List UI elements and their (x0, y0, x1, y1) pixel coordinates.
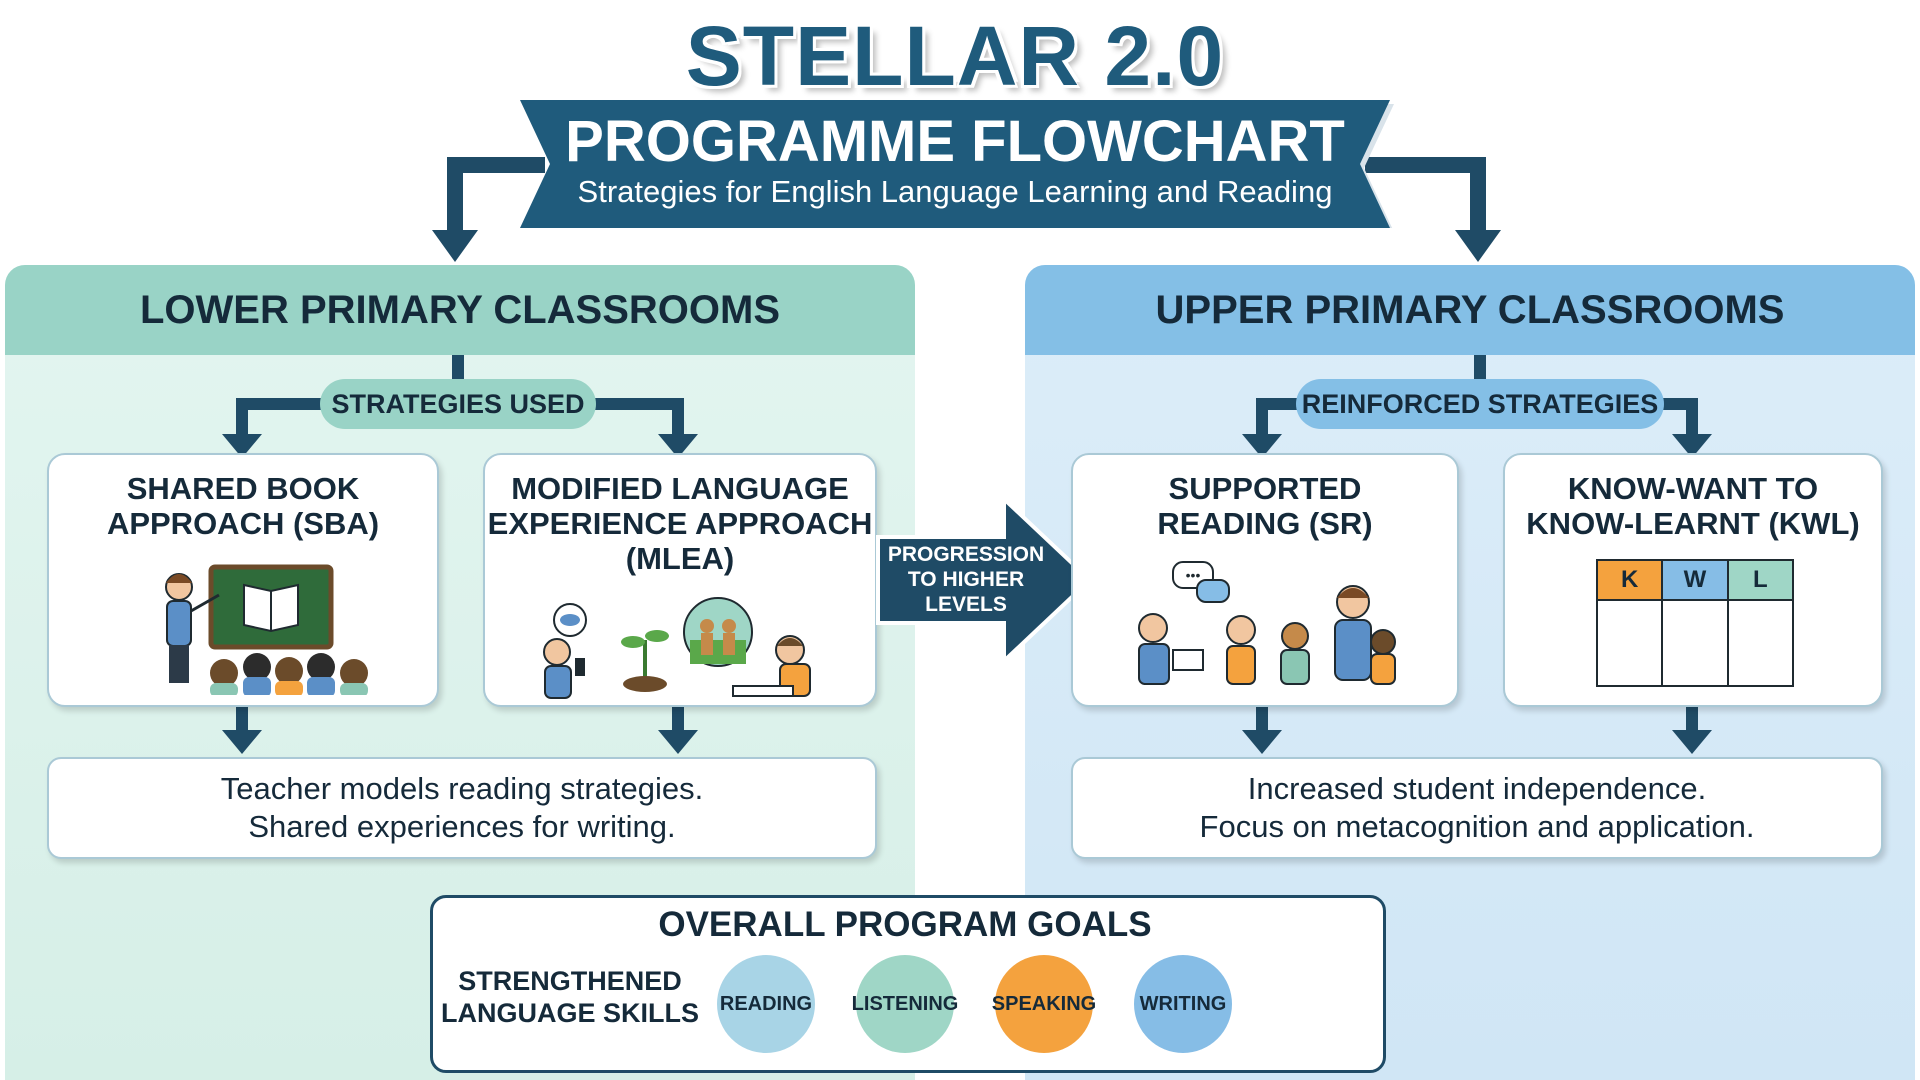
book-icon (1172, 649, 1204, 671)
skill-writing: WRITING (1134, 955, 1232, 1053)
skill-listening: LISTENING (852, 955, 958, 1053)
upper-summary: Increased student independence. Focus on… (1071, 757, 1883, 859)
strategies-used-pill: STRATEGIES USED (320, 379, 596, 429)
phone-icon (575, 658, 585, 676)
arrowhead-icon (1242, 434, 1282, 458)
arrowhead-icon (222, 434, 262, 458)
kwl-column-w: W (1663, 561, 1729, 685)
connector-right (1365, 157, 1486, 235)
arrowhead-left-icon (432, 230, 478, 262)
arrowhead-icon (1672, 730, 1712, 754)
group-reading-icon: ••• (1138, 561, 1396, 685)
teacher-whiteboard-icon (165, 564, 368, 695)
connector-left (447, 157, 545, 235)
reinforced-strategies-pill: REINFORCED STRATEGIES (1296, 379, 1664, 429)
kwl-chart: K W L (1596, 559, 1794, 687)
skill-reading: READING (717, 955, 815, 1053)
sba-card: SHARED BOOK APPROACH (SBA) (47, 453, 439, 707)
arrowhead-icon (658, 730, 698, 754)
progression-label: PROGRESSION TO HIGHER LEVELS (887, 543, 1045, 616)
mlea-title: MODIFIED LANGUAGE EXPERIENCE APPROACH (M… (487, 471, 873, 576)
progression-arrow (876, 495, 1093, 665)
svg-text:•••: ••• (1186, 567, 1201, 583)
plant-icon (623, 676, 667, 692)
kwl-title: KNOW-WANT TO KNOW-LEARNT (KWL) (1526, 471, 1860, 541)
paper-icon (732, 685, 794, 697)
sr-title: SUPPORTED READING (SR) (1157, 471, 1373, 541)
top-connectors (432, 157, 1501, 262)
skills-label: STRENGTHENED LANGUAGE SKILLS (440, 966, 699, 1028)
sba-title: SHARED BOOK APPROACH (SBA) (106, 471, 380, 541)
banner-ribbon (520, 100, 1394, 228)
arrowhead-icon (658, 434, 698, 458)
lower-heading: LOWER PRIMARY CLASSROOMS (5, 265, 915, 355)
mlea-card: MODIFIED LANGUAGE EXPERIENCE APPROACH (M… (483, 453, 877, 707)
arrowhead-icon (222, 730, 262, 754)
banner-subtitle: Strategies for English Language Learning… (577, 174, 1333, 209)
inner-connectors (222, 355, 1712, 754)
upper-heading: UPPER PRIMARY CLASSROOMS (1025, 265, 1915, 355)
skill-speaking: SPEAKING (992, 955, 1096, 1053)
experience-activities-icon (543, 597, 811, 699)
lower-summary: Teacher models reading strategies. Share… (47, 757, 877, 859)
banner-title: PROGRAMME FLOWCHART (565, 109, 1345, 174)
kwl-column-l: L (1728, 561, 1792, 685)
sr-card: SUPPORTED READING (SR) ••• (1071, 453, 1459, 707)
goals-title: OVERALL PROGRAM GOALS (658, 905, 1152, 944)
page-title: STELLAR 2.0 (685, 9, 1225, 103)
kwl-card: KNOW-WANT TO KNOW-LEARNT (KWL) K W L (1503, 453, 1883, 707)
arrowhead-icon (1242, 730, 1282, 754)
kwl-column-k: K (1598, 561, 1664, 685)
arrowhead-right-icon (1455, 230, 1501, 262)
arrowhead-icon (1672, 434, 1712, 458)
